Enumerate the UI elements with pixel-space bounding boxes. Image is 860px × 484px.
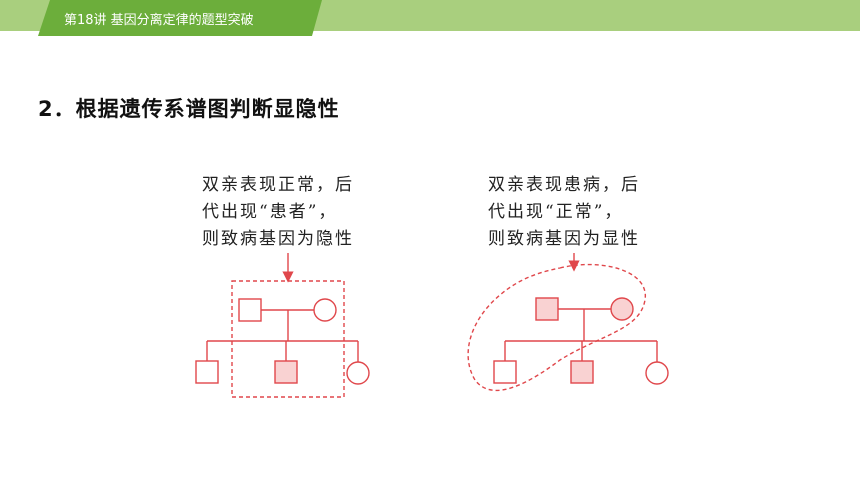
recessive-caption-line: 则致病基因为隐性: [202, 229, 354, 249]
father-normal-male: [238, 298, 262, 322]
mother-normal-female: [313, 298, 337, 322]
son-normal-male: [195, 360, 219, 384]
recessive-pedigree: [195, 253, 370, 398]
dominant-pedigree: [467, 253, 669, 392]
recessive-caption-line: 代出现“患者”，: [202, 202, 338, 222]
lecture-title: 第18讲 基因分离定律的题型突破: [64, 13, 254, 28]
son-normal-male: [493, 360, 517, 384]
daughter-normal-female: [645, 361, 669, 385]
recessive-highlight-box: [231, 280, 345, 398]
son-affected-male: [274, 360, 298, 384]
recessive-caption: 双亲表现正常，后 代出现“患者”， 则致病基因为隐性: [202, 172, 354, 253]
father-affected-male: [535, 297, 559, 321]
dominant-caption-line: 则致病基因为显性: [488, 229, 640, 249]
recessive-caption-line: 双亲表现正常，后: [202, 175, 354, 195]
son-affected-male: [570, 360, 594, 384]
section-heading: 2．根据遗传系谱图判断显隐性: [38, 97, 340, 121]
dominant-caption: 双亲表现患病，后 代出现“正常”， 则致病基因为显性: [488, 172, 640, 253]
mother-affected-female: [610, 297, 634, 321]
header-bar: 第18讲 基因分离定律的题型突破: [0, 0, 860, 36]
daughter-normal-female: [346, 361, 370, 385]
header-band: [0, 0, 860, 36]
dominant-caption-line: 双亲表现患病，后: [488, 175, 640, 195]
dominant-caption-line: 代出现“正常”，: [488, 202, 624, 222]
